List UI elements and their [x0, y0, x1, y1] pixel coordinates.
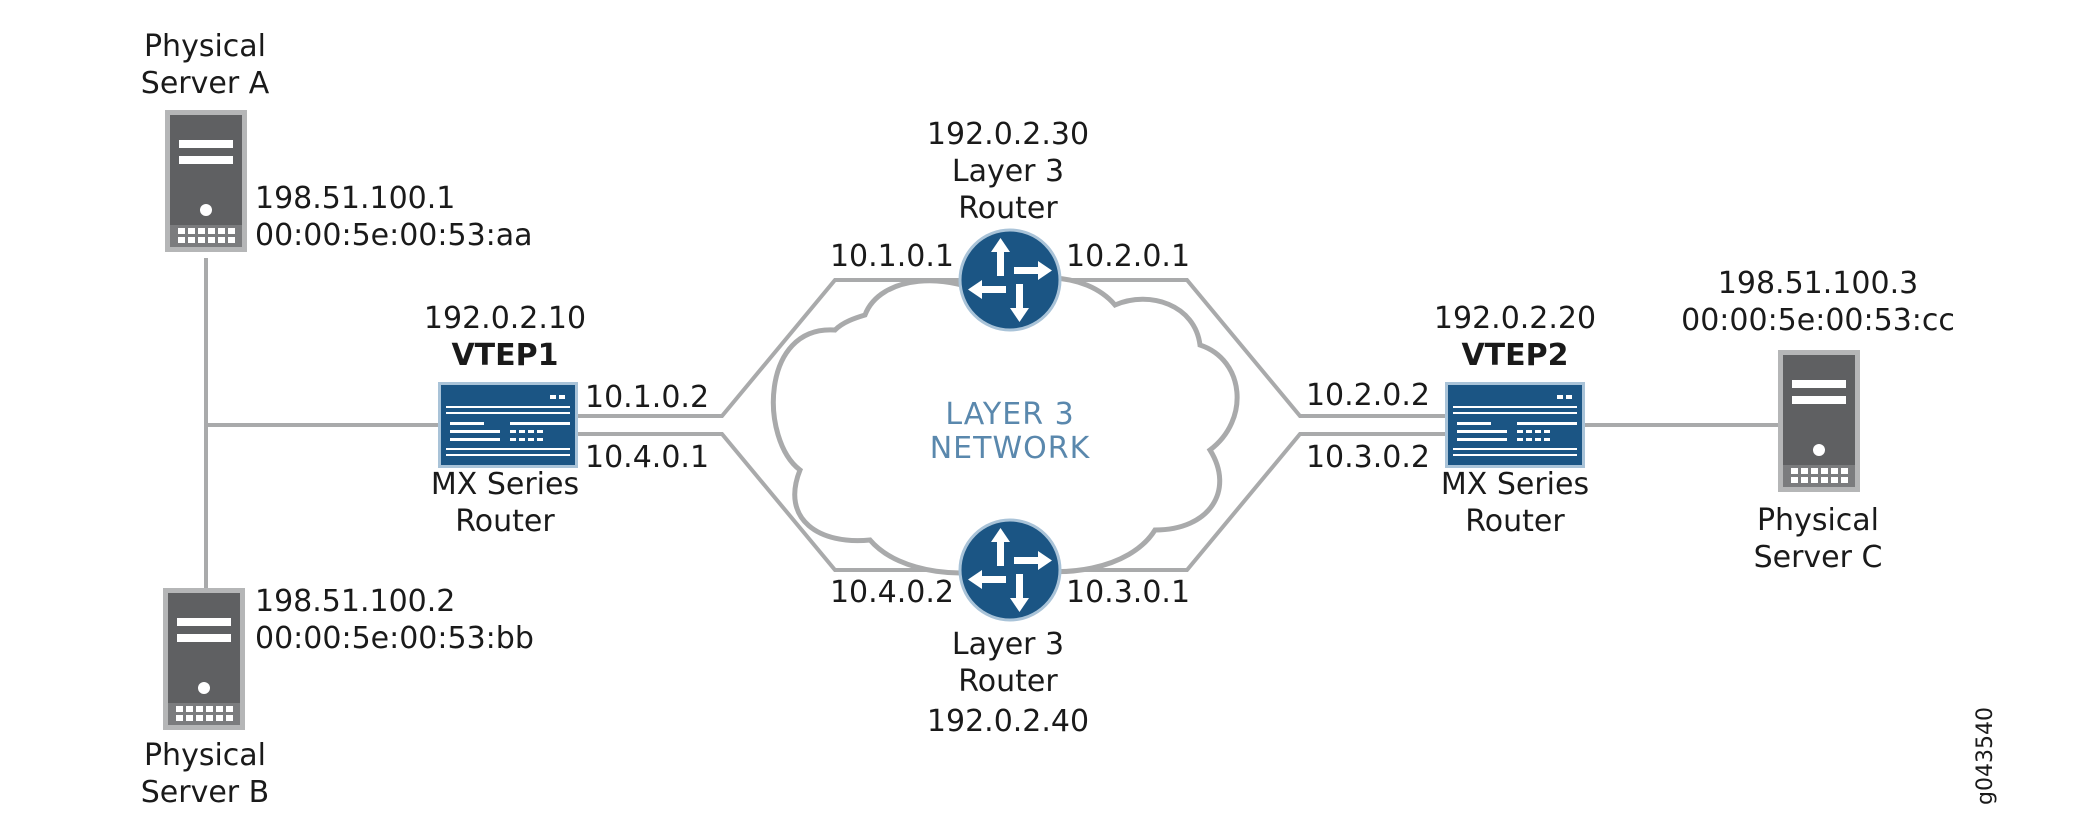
- vtep2-name: VTEP2: [1461, 338, 1568, 373]
- physical-server-b[interactable]: 198.51.100.2 00:00:5e:00:53:bb Physical …: [141, 584, 534, 810]
- server-b-name-line2: Server B: [141, 775, 270, 810]
- network-label-line2: NETWORK: [930, 431, 1091, 466]
- layer3-router-top[interactable]: 192.0.2.30 Layer 3 Router 10.1.0.1 10.2.…: [830, 117, 1190, 332]
- link-vtep1-bottom: [578, 432, 963, 572]
- server-c-ip: 198.51.100.3: [1718, 266, 1918, 301]
- server-a-name-line1: Physical: [144, 29, 266, 64]
- server-a-name-line2: Server A: [141, 66, 270, 101]
- server-c-icon: [1778, 350, 1860, 492]
- vtep2-mx-icon: [1445, 382, 1585, 468]
- layer3-network-cloud: LAYER 3 NETWORK: [770, 275, 1240, 576]
- server-a-ip: 198.51.100.1: [255, 181, 455, 216]
- router-top-interface-right: 10.2.0.1: [1066, 239, 1190, 274]
- server-c-name-line1: Physical: [1757, 503, 1879, 538]
- vtep1-type-line2: Router: [455, 504, 555, 539]
- vtep1-ip: 192.0.2.10: [424, 301, 586, 336]
- router-top-name-line1: Layer 3: [952, 154, 1064, 189]
- router-bottom-icon: [958, 518, 1062, 622]
- server-c-mac: 00:00:5e:00:53:cc: [1681, 303, 1955, 338]
- vtep2-type-line2: Router: [1465, 504, 1565, 539]
- server-c-name-line2: Server C: [1754, 540, 1883, 575]
- server-a-mac: 00:00:5e:00:53:aa: [255, 218, 533, 253]
- vtep1-router[interactable]: 192.0.2.10 VTEP1 MX Series Router 10.1.0…: [424, 301, 709, 539]
- router-top-ip: 192.0.2.30: [927, 117, 1089, 152]
- vtep1-interface-top: 10.1.0.2: [585, 380, 709, 415]
- figure-id: g043540: [1973, 707, 1998, 805]
- router-top-icon: [958, 228, 1062, 332]
- router-bottom-name-line2: Router: [958, 664, 1058, 699]
- vtep2-interface-top: 10.2.0.2: [1306, 378, 1430, 413]
- server-b-name-line1: Physical: [144, 738, 266, 773]
- physical-server-c[interactable]: 198.51.100.3 00:00:5e:00:53:cc Physical …: [1681, 266, 1955, 575]
- router-bottom-name-line1: Layer 3: [952, 627, 1064, 662]
- network-label-line1: LAYER 3: [945, 397, 1074, 432]
- server-b-ip: 198.51.100.2: [255, 584, 455, 619]
- server-b-mac: 00:00:5e:00:53:bb: [255, 621, 534, 656]
- router-top-interface-left: 10.1.0.1: [830, 239, 954, 274]
- physical-server-a[interactable]: Physical Server A 198.51.100.1 00:00:5e:…: [141, 29, 533, 253]
- vtep2-interface-bottom: 10.3.0.2: [1306, 440, 1430, 475]
- vtep1-name: VTEP1: [451, 338, 558, 373]
- link-vtep2-bottom: [1063, 432, 1445, 572]
- server-b-icon: [163, 588, 245, 730]
- router-bottom-interface-right: 10.3.0.1: [1066, 575, 1190, 610]
- router-top-name-line2: Router: [958, 191, 1058, 226]
- server-a-icon: [165, 110, 247, 252]
- link-vtep2-top: [1063, 278, 1445, 418]
- links: [204, 258, 1778, 588]
- vtep2-type-line1: MX Series: [1441, 467, 1589, 502]
- vtep1-interface-bottom: 10.4.0.1: [585, 440, 709, 475]
- layer3-router-bottom[interactable]: 10.4.0.2 10.3.0.1 Layer 3 Router 192.0.2…: [830, 518, 1190, 739]
- vtep1-mx-icon: [438, 382, 578, 468]
- link-vtep1-top: [578, 278, 963, 418]
- vtep2-ip: 192.0.2.20: [1434, 301, 1596, 336]
- router-bottom-interface-left: 10.4.0.2: [830, 575, 954, 610]
- router-bottom-ip: 192.0.2.40: [927, 704, 1089, 739]
- vtep2-router[interactable]: 192.0.2.20 VTEP2 MX Series Router 10.2.0…: [1306, 301, 1596, 539]
- vtep1-type-line1: MX Series: [431, 467, 579, 502]
